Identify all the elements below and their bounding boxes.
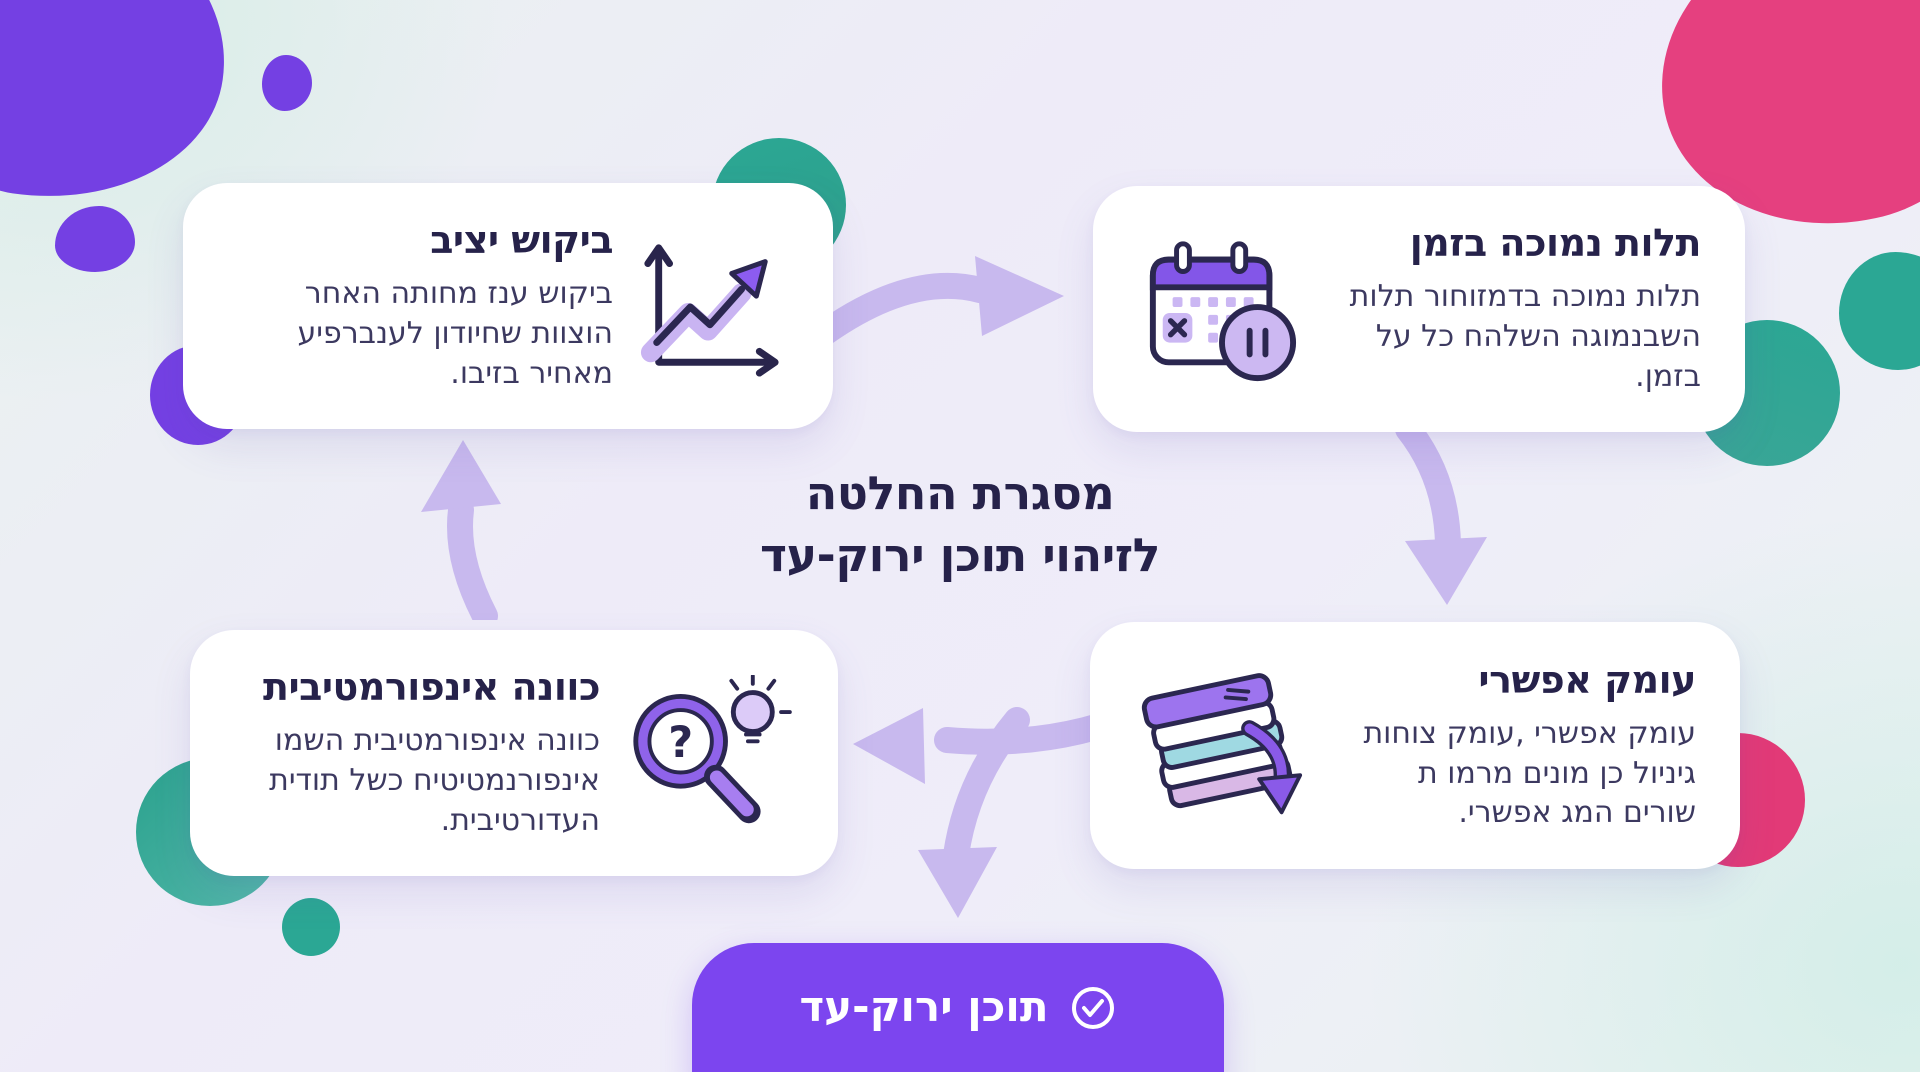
purple-blob-small — [262, 55, 312, 111]
card-title: כוונה אינפורמטיבית — [263, 665, 600, 710]
card-body: תלות נמוכה בדמזוחור תלות השבנמוגה השלהח … — [1349, 279, 1701, 394]
arrow-top-left-to-top-right — [820, 256, 1064, 345]
diagram-title-line2: לזיהוי תוכן ירוק-עד — [760, 528, 1161, 582]
arrow-top-right-to-bottom-right — [1395, 425, 1487, 605]
card-body: עומק אפשרי ,עומק צוחות גיניול כן מונים מ… — [1363, 715, 1696, 831]
card-low-time-dependence: תלות נמוכה בזמן תלות נמוכה בדמזוחור תלות… — [1093, 186, 1745, 432]
trend-chart-icon — [631, 232, 789, 380]
card-body: ביקוש ענז מחותה האחר הוצוות שחיודון לענב… — [297, 276, 613, 391]
card-informative-intent: ? כוונה אינפורמטיבית כוונה אינפורמטיבית … — [190, 630, 838, 876]
card-title: ביקוש יציב — [430, 218, 613, 263]
purple-blob-medium — [55, 206, 135, 272]
teal-circle-small-bottom-left — [282, 898, 340, 956]
card-title: עומק אפשרי — [1478, 657, 1696, 702]
check-circle-icon — [1069, 984, 1117, 1032]
arrow-bottom-left-to-top-left — [421, 440, 501, 620]
diagram-title: מסגרת החלטה לזיהוי תוכן ירוק-עד — [0, 462, 1920, 586]
teal-circle-right-edge — [1839, 252, 1920, 370]
card-body: כוונה אינפורמטיבית השמו אינפורנמטיטיח כש… — [269, 723, 600, 838]
books-stack-icon — [1134, 668, 1320, 824]
result-pill-label: תוכן ירוק-עד — [799, 982, 1049, 1031]
svg-text:?: ? — [668, 718, 693, 768]
card-title: תלות נמוכה בזמן — [1409, 221, 1702, 266]
result-pill[interactable]: תוכן ירוק-עד — [692, 943, 1224, 1072]
calendar-pause-icon — [1137, 230, 1305, 388]
diagram-title-line1: מסגרת החלטה — [805, 466, 1115, 520]
magnifier-lightbulb-icon: ? — [618, 675, 794, 831]
card-stable-demand: ביקוש יציב ביקוש ענז מחותה האחר הוצוות ש… — [183, 183, 833, 429]
card-possible-depth: עומק אפשרי עומק אפשרי ,עומק צוחות גיניול… — [1090, 622, 1740, 869]
